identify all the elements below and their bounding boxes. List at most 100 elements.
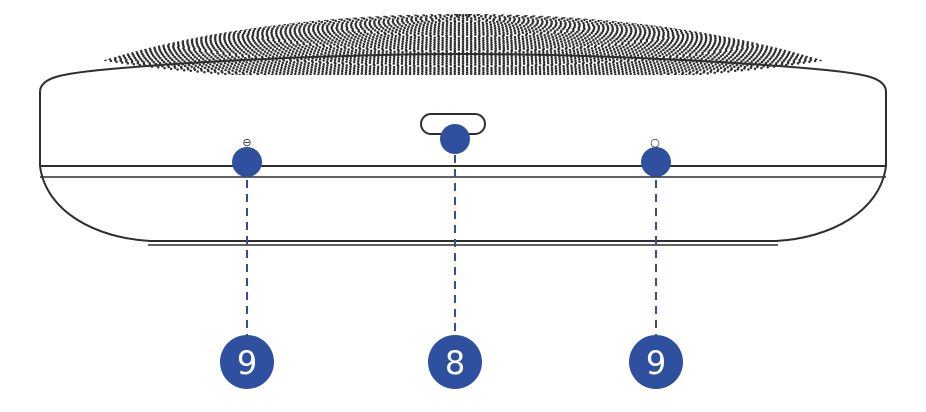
grille-hole [852, 16, 856, 19]
grille-hole [752, 20, 755, 24]
grille-hole [606, 40, 610, 43]
grille-hole [413, 31, 417, 34]
grille-hole [541, 40, 544, 43]
grille-hole [70, 46, 73, 49]
grille-hole [120, 46, 123, 50]
grille-hole [190, 41, 194, 44]
grille-hole [388, 61, 392, 64]
grille-hole [506, 47, 510, 51]
grille-hole [672, 35, 675, 39]
grille-hole [525, 23, 528, 26]
grille-hole [690, 18, 693, 22]
grille-hole [820, 28, 824, 32]
grille-hole [844, 17, 847, 20]
grille-hole [703, 49, 706, 53]
grille-hole [322, 36, 326, 39]
grille-hole [405, 36, 409, 40]
grille-hole [687, 65, 690, 69]
grille-hole [766, 59, 770, 63]
grille-hole [129, 25, 132, 29]
grille-hole [772, 59, 776, 62]
grille-hole [362, 33, 365, 37]
grille-hole [372, 60, 376, 64]
grille-hole [135, 51, 139, 55]
grille-hole [490, 43, 493, 47]
grille-hole [320, 52, 323, 56]
grille-hole [303, 65, 306, 69]
grille-hole [559, 30, 563, 34]
grille-hole [514, 47, 518, 51]
grille-hole [304, 34, 308, 37]
grille-hole [275, 19, 279, 23]
grille-hole [469, 20, 473, 24]
grille-hole [664, 46, 667, 50]
grille-hole [641, 37, 644, 40]
grille-hole [755, 55, 759, 58]
grille-hole [630, 61, 634, 64]
grille-hole [512, 16, 516, 19]
grille-hole [323, 31, 326, 35]
grille-hole [779, 18, 782, 22]
grille-hole [429, 57, 432, 60]
grille-hole [772, 31, 776, 34]
grille-hole [598, 38, 602, 41]
grille-hole [441, 26, 445, 29]
grille-hole [461, 17, 465, 20]
grille-hole [314, 47, 318, 50]
grille-hole [429, 55, 432, 58]
grille-hole [307, 64, 310, 68]
grille-hole [830, 53, 833, 56]
grille-hole [550, 58, 554, 61]
grille-hole [659, 50, 663, 53]
grille-hole [441, 23, 445, 27]
grille-hole [525, 36, 528, 39]
grille-hole [584, 36, 587, 40]
grille-hole [154, 58, 158, 61]
grille-hole [721, 57, 725, 61]
grille-hole [249, 69, 253, 72]
grille-hole [568, 44, 572, 48]
grille-hole [752, 32, 755, 35]
grille-hole [559, 73, 562, 75]
grille-hole [380, 69, 384, 72]
grille-hole [90, 20, 93, 24]
grille-hole [111, 49, 114, 52]
grille-hole [350, 14, 353, 17]
grille-hole [858, 40, 862, 43]
grille-hole [388, 56, 392, 59]
grille-hole [222, 57, 226, 60]
grille-hole [241, 23, 244, 26]
grille-hole [109, 23, 112, 26]
grille-hole [524, 30, 528, 33]
grille-hole [718, 40, 722, 43]
grille-hole [378, 38, 382, 42]
grille-hole [244, 24, 247, 27]
grille-hole [445, 27, 448, 31]
grille-hole [594, 68, 597, 71]
grille-hole [413, 44, 416, 47]
grille-hole [402, 16, 405, 19]
grille-hole [531, 18, 535, 21]
grille-hole [225, 29, 228, 33]
grille-hole [102, 53, 106, 56]
grille-hole [258, 40, 261, 43]
grille-hole [46, 15, 49, 18]
grille-hole [208, 47, 212, 51]
grille-hole [339, 32, 342, 35]
grille-hole [753, 52, 756, 55]
grille-hole [810, 25, 814, 29]
grille-hole [517, 30, 521, 34]
grille-hole [554, 72, 558, 75]
grille-hole [301, 52, 305, 56]
grille-hole [272, 17, 276, 20]
grille-hole [811, 53, 814, 56]
grille-hole [562, 36, 565, 39]
grille-hole [429, 61, 432, 65]
grille-hole [350, 15, 354, 18]
grille-hole [365, 14, 369, 16]
grille-hole [789, 56, 793, 60]
grille-hole [303, 63, 307, 66]
grille-hole [81, 42, 84, 45]
grille-hole [760, 39, 763, 43]
grille-hole [572, 47, 575, 50]
